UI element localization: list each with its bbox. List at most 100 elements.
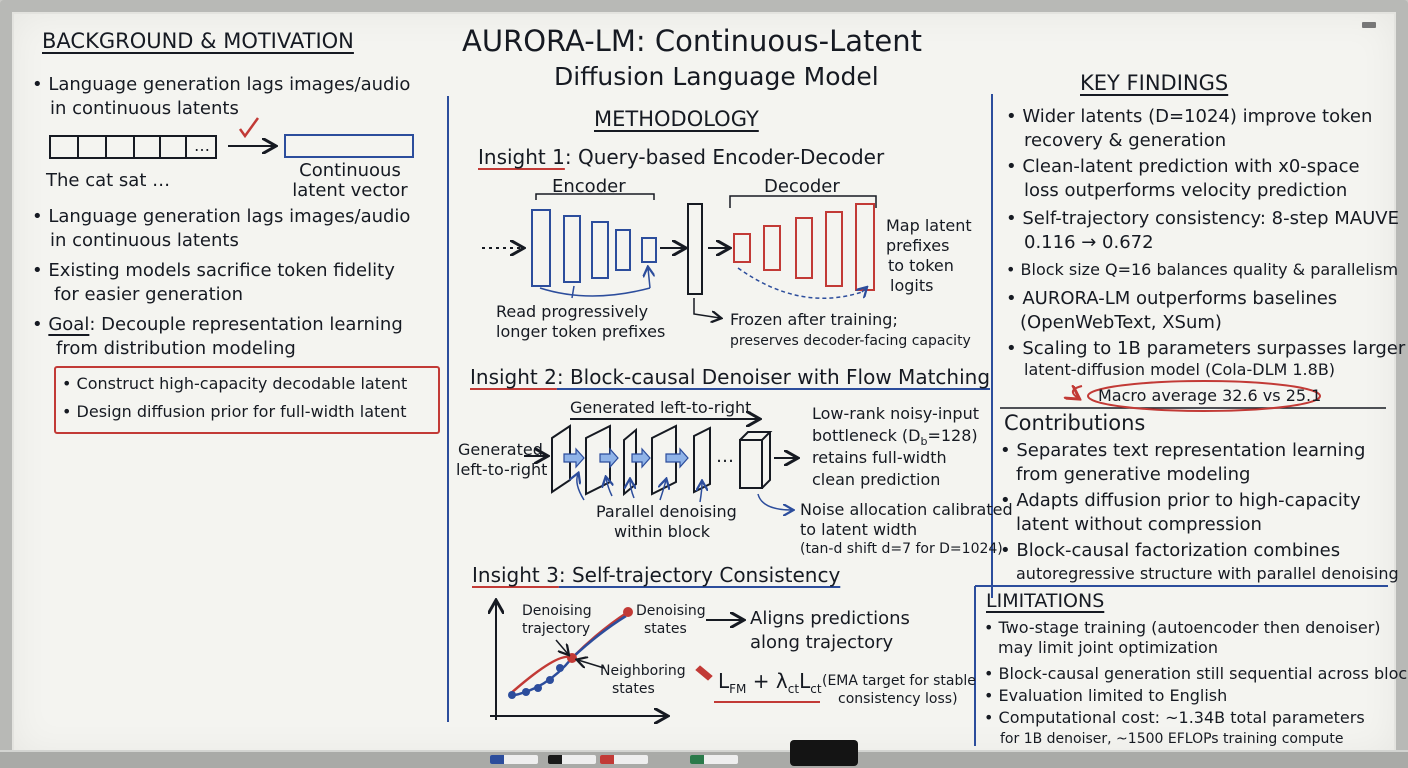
bottleneck-sub: b (920, 435, 928, 449)
map-note-3: to token (888, 256, 954, 275)
insight2-label: Insight 2 (470, 365, 557, 389)
map-note-2: prefixes (886, 236, 950, 255)
insight3-title: Insight 3: Self-trajectory Consistency (472, 564, 840, 586)
bottleneck-note-2: bottleneck (Db=128) (812, 426, 978, 452)
finding3-l2: 0.116 → 0.672 (1024, 232, 1154, 253)
methodology-heading: METHODOLOGY (594, 107, 759, 131)
latent-label-1: Continuous (299, 160, 401, 181)
bottleneck-note-1: Low-rank noisy-input (812, 404, 979, 423)
parallel-note-2: within block (614, 522, 711, 541)
goal-rest: : Decouple representation learning (89, 314, 403, 335)
read-note-1: Read progressively (496, 302, 649, 321)
formula-sub-fm: FM (729, 682, 747, 696)
bg-bullet1-l1: • Language generation lags images/audio (32, 74, 411, 95)
denoiser-arrows (563, 447, 689, 469)
loss-formula: LFM + λctLct (718, 670, 822, 700)
generated-left-1: Generated (458, 440, 543, 459)
ema-note-2: consistency loss) (838, 691, 958, 707)
insight1-title: Insight 1: Query-based Encoder-Decoder (478, 146, 884, 168)
token-boxes (49, 135, 217, 159)
aligns-1: Aligns predictions (750, 608, 910, 629)
frozen-note-2: preserves decoder-facing capacity (730, 333, 971, 349)
denoising-states-2: states (644, 621, 687, 637)
final-block (739, 431, 773, 489)
contrib1-l1: • Separates text representation learning (1000, 440, 1366, 461)
formula-l-ct: L (799, 669, 811, 693)
black-marker (548, 755, 596, 764)
encoder-blocks (531, 209, 657, 287)
latent-label-2: latent vector (292, 180, 408, 201)
macro-ellipse (1087, 380, 1321, 412)
green-marker (690, 755, 738, 764)
limit1-l2: may limit joint optimization (998, 638, 1218, 657)
neighboring-states-2: states (612, 681, 655, 697)
limit4-l1: • Computational cost: ~1.34B total param… (984, 708, 1365, 727)
goal-box (54, 366, 440, 434)
limit3-l1: • Evaluation limited to English (984, 686, 1228, 705)
parallel-note-1: Parallel denoising (596, 502, 737, 521)
finding5-l1: • AURORA-LM outperforms baselines (1006, 288, 1338, 309)
token-box-ellipsis: … (194, 136, 210, 155)
frozen-note-1: Frozen after training; (730, 310, 898, 329)
finding1-l1: • Wider latents (D=1024) improve token (1006, 106, 1373, 127)
formula-lambda: λ (775, 669, 788, 693)
limit2-l1: • Block-causal generation still sequenti… (984, 664, 1408, 683)
contrib1-l2: from generative modeling (1016, 464, 1251, 485)
insight1-label: Insight 1 (478, 145, 565, 169)
pen-icon (695, 665, 713, 681)
title-line2: Diffusion Language Model (554, 62, 879, 91)
noise-note-3: (tan-d shift d=7 for D=1024) (800, 541, 1003, 557)
formula-plus: + (746, 669, 776, 693)
blue-marker (490, 755, 538, 764)
latent-vector-box (284, 134, 414, 158)
finding2-l2: loss outperforms velocity prediction (1024, 180, 1348, 201)
contributions-heading: Contributions (1004, 411, 1146, 435)
limitations-heading: LIMITATIONS (986, 590, 1104, 612)
block-ellipsis: … (716, 446, 734, 467)
formula-sub-ct: ct (810, 682, 822, 696)
insight1-text: : Query-based Encoder-Decoder (564, 145, 885, 169)
contrib2-l2: latent without compression (1016, 514, 1262, 535)
map-note-4: logits (890, 276, 934, 295)
aligns-2: along trajectory (750, 632, 894, 653)
contrib2-l1: • Adapts diffusion prior to high-capacit… (1000, 490, 1361, 511)
bg-bullet1-l2: in continuous latents (50, 98, 239, 119)
trajectory-points (508, 664, 564, 699)
bottleneck-note-4: clean prediction (812, 470, 941, 489)
macro-average: Macro average 32.6 vs 25.1 (1098, 386, 1322, 405)
brand-plate (1362, 22, 1376, 28)
finding6-l1: • Scaling to 1B parameters surpasses lar… (1006, 338, 1406, 359)
key-findings-heading: KEY FINDINGS (1080, 71, 1229, 95)
formula-l-fm: L (718, 669, 730, 693)
contrib3-l1: • Block-causal factorization combines (1000, 540, 1341, 561)
limit1-l1: • Two-stage training (autoencoder then d… (984, 618, 1381, 637)
goal-line1: • Goal: Decouple representation learning (32, 314, 403, 335)
bg-bullet2-l2: in continuous latents (50, 230, 239, 251)
finding6-l2: latent-diffusion model (Cola-DLM 1.8B) (1024, 360, 1336, 379)
ema-note-1: (EMA target for stable (822, 673, 976, 689)
eraser (790, 740, 858, 766)
finding2-l1: • Clean-latent prediction with x0-space (1006, 156, 1360, 177)
limitations-heading-text: LIMITATIONS (986, 590, 1105, 612)
formula-sub-lambda: ct (787, 682, 800, 696)
insight3-text: : Self-trajectory Consistency (558, 563, 841, 587)
contrib3-l2: autoregressive structure with parallel d… (1016, 564, 1399, 583)
generated-left-2: left-to-right (456, 460, 548, 479)
decoder-blocks (733, 203, 875, 291)
read-note-2: longer token prefixes (496, 322, 666, 341)
denoising-trajectory-1: Denoising (522, 603, 592, 619)
limit4-l2: for 1B denoiser, ~1500 EFLOPs training c… (1000, 731, 1344, 747)
bottleneck-text: bottleneck (D (812, 426, 921, 445)
bg-bullet3-l1: • Existing models sacrifice token fideli… (32, 260, 395, 281)
finding4-l1: • Block size Q=16 balances quality & par… (1006, 260, 1399, 279)
generated-top-label: Generated left-to-right (570, 398, 752, 417)
finding3-l1: • Self-trajectory consistency: 8-step MA… (1006, 208, 1399, 229)
goal-line2: from distribution modeling (56, 338, 296, 359)
marker-tray (0, 750, 1408, 768)
insight2-title: Insight 2: Block-causal Denoiser with Fl… (470, 366, 990, 388)
denoising-trajectory-2: trajectory (522, 621, 591, 637)
insight2-text: : Block-causal Denoiser with Flow Matchi… (556, 365, 991, 389)
